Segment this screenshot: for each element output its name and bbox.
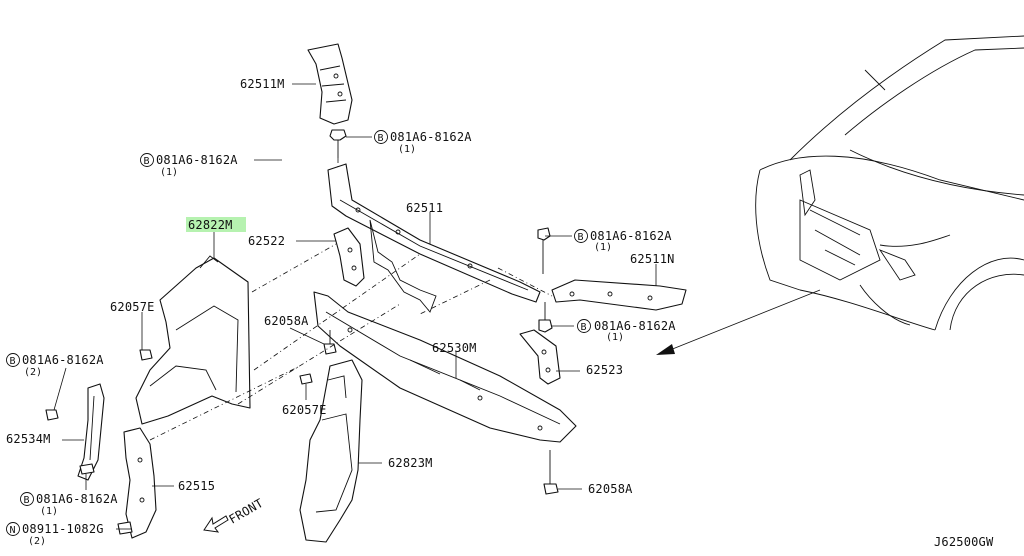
part-62523 [519, 329, 561, 385]
label-b-far-left-part: 081A6-8162A [22, 353, 104, 367]
label-b-top-part: 081A6-8162A [390, 130, 472, 144]
label-b-top-qty: (1) [398, 144, 416, 155]
label-62530M: 62530M [432, 341, 477, 355]
nut-bottom [117, 521, 133, 535]
label-b-right-top-qty: (1) [594, 242, 612, 253]
marker-b-right-top: B [578, 232, 584, 243]
label-62822M: 62822M [188, 218, 233, 232]
label-b-right-top-part: 081A6-8162A [590, 229, 672, 243]
label-62058A-a: 62058A [264, 314, 309, 328]
label-b-left-part: 081A6-8162A [156, 153, 238, 167]
bolt-top [329, 129, 347, 158]
label-62057E-b: 62057E [282, 403, 327, 417]
label-62511: 62511 [406, 201, 443, 215]
assembly-lines [149, 158, 553, 441]
marker-b-left: B [144, 156, 150, 167]
vehicle-outline [755, 35, 1024, 331]
label-62523: 62523 [586, 363, 623, 377]
label-62823M: 62823M [388, 456, 433, 470]
callout-labels: 62511M 081A6-8162A (1) 081A6-8162A (1) 6… [6, 77, 676, 547]
bolt-bottom-left [79, 463, 95, 475]
label-b-left-qty: (1) [160, 167, 178, 178]
part-62530M [313, 291, 577, 443]
label-b-bottom-part: 081A6-8162A [36, 492, 118, 506]
label-n-bottom-part: 08911-1082G [22, 522, 104, 536]
clip-62057E-right [299, 373, 313, 385]
part-62534M [77, 383, 105, 481]
label-62057E-a: 62057E [110, 300, 155, 314]
part-62823M [299, 359, 363, 543]
part-62822M [135, 255, 251, 425]
bolt-62058A-upper [323, 330, 337, 355]
diagram-code: J62500GW [934, 535, 994, 549]
marker-b-right-mid: B [581, 322, 587, 333]
label-62511N: 62511N [630, 252, 675, 266]
label-b-far-left-qty: (2) [24, 367, 42, 378]
label-b-bottom-qty: (1) [40, 506, 58, 517]
clip-62057E-left [139, 349, 153, 361]
part-62511 [327, 163, 541, 313]
label-62534M: 62534M [6, 432, 51, 446]
bolt-62058A-lower [543, 450, 559, 495]
part-62522 [333, 227, 365, 287]
bolt-far-left [45, 409, 59, 421]
leader-lines [53, 83, 657, 530]
marker-b-bottom: B [24, 495, 30, 506]
label-b-right-mid-qty: (1) [606, 332, 624, 343]
label-62511M: 62511M [240, 77, 285, 91]
part-62515 [123, 427, 157, 539]
view-arrow [656, 289, 821, 355]
bolt-right-mid [538, 302, 553, 333]
marker-n-bottom: N [10, 525, 16, 536]
part-highlight [186, 217, 246, 232]
label-n-bottom-qty: (2) [28, 536, 46, 547]
marker-b-top: B [378, 133, 384, 144]
front-label: FRONT [227, 496, 266, 527]
label-62058A-b: 62058A [588, 482, 633, 496]
bolt-right-top [537, 227, 551, 274]
part-62511M [307, 43, 353, 125]
markers: B B B B B B N [6, 130, 591, 536]
label-62515: 62515 [178, 479, 215, 493]
label-b-right-mid-part: 081A6-8162A [594, 319, 676, 333]
front-indicator: FRONT [203, 496, 266, 533]
part-62511N [551, 279, 687, 311]
label-62522: 62522 [248, 234, 285, 248]
marker-b-far-left: B [10, 356, 16, 367]
